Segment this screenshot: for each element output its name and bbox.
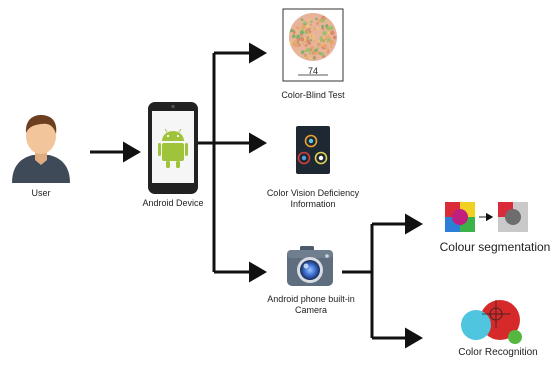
camera-icon [287, 246, 333, 286]
connectors [90, 42, 423, 349]
user-icon [12, 115, 70, 183]
segmentation-icon [445, 202, 528, 232]
recognition-icon [461, 300, 522, 344]
android-phone-icon [148, 102, 198, 194]
label-camera: Android phone built-in Camera [267, 294, 355, 315]
label-android-device: Android Device [142, 198, 204, 208]
cvd-info-icon [296, 126, 330, 174]
android-robot-icon [158, 128, 188, 168]
label-user: User [31, 188, 51, 198]
label-colorblind-test: Color-Blind Test [281, 90, 345, 100]
label-color-recognition: Color Recognition [458, 347, 538, 358]
ishihara-plate-icon [282, 8, 344, 82]
plate-number: 74 [307, 66, 318, 76]
label-colour-segmentation: Colour segmentation [439, 240, 551, 254]
label-cvd-info: Color Vision Deficiency Information [266, 188, 360, 209]
